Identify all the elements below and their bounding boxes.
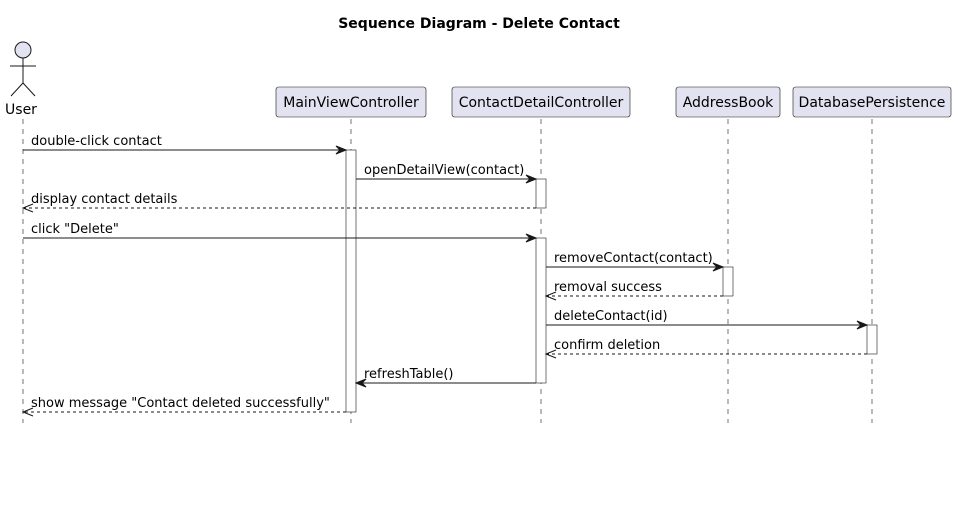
message-1: double-click contact [23, 134, 348, 155]
participant-label: DatabasePersistence [799, 95, 946, 111]
arrowhead-icon [335, 145, 348, 155]
message-label: show message "Contact deleted successful… [31, 396, 330, 411]
activation-db [866, 324, 878, 355]
activation-detail-1 [535, 178, 547, 209]
activation-bars [345, 149, 878, 413]
participant-user: User [5, 41, 37, 118]
message-label: removeContact(contact) [554, 251, 713, 266]
message-2: openDetailView(contact) [356, 163, 538, 184]
arrowhead-icon [856, 320, 869, 330]
message-label: double-click contact [31, 134, 162, 149]
message-5: removeContact(contact) [546, 251, 725, 272]
message-9: refreshTable() [354, 367, 536, 388]
participant-box [275, 86, 427, 118]
participant-main: MainViewController [275, 86, 427, 118]
message-10: show message "Contact deleted successful… [21, 396, 346, 417]
actor-icon [10, 41, 36, 97]
participant-label: User [5, 102, 37, 118]
arrowhead-icon [525, 233, 538, 243]
message-label: refreshTable() [364, 367, 453, 382]
diagram-title: Sequence Diagram - Delete Contact [338, 16, 620, 32]
message-7: deleteContact(id) [546, 309, 869, 330]
arrowhead-icon [354, 378, 367, 388]
message-6: removal success [544, 280, 723, 301]
message-label: confirm deletion [554, 338, 660, 353]
participant-box [451, 86, 631, 118]
arrowhead-icon [21, 407, 34, 417]
arrowhead-icon [712, 262, 725, 272]
messages: double-click contact openDetailView(conta… [21, 134, 869, 417]
arrowhead-icon [544, 349, 557, 359]
message-8: confirm deletion [544, 338, 867, 359]
message-label: display contact details [31, 192, 178, 207]
message-label: deleteContact(id) [554, 309, 668, 324]
participant-box [675, 86, 781, 118]
participant-detail: ContactDetailController [451, 86, 631, 118]
activation-detail-2 [535, 237, 547, 384]
message-label: openDetailView(contact) [364, 163, 524, 178]
participant-label: MainViewController [283, 95, 419, 111]
arrowhead-icon [544, 291, 557, 301]
participant-box [792, 86, 952, 118]
arrowhead-icon [21, 203, 34, 213]
activation-main [345, 149, 357, 413]
message-4: click "Delete" [23, 222, 538, 243]
message-label: click "Delete" [31, 222, 119, 237]
participants: User MainViewController ContactDetailContr… [5, 41, 952, 118]
activation-book [722, 266, 734, 297]
participant-label: AddressBook [683, 95, 774, 111]
message-3: display contact details [21, 192, 536, 213]
participant-label: ContactDetailController [459, 95, 624, 111]
message-label: removal success [554, 280, 662, 295]
participant-book: AddressBook [675, 86, 781, 118]
participant-db: DatabasePersistence [792, 86, 952, 118]
arrowhead-icon [525, 174, 538, 184]
